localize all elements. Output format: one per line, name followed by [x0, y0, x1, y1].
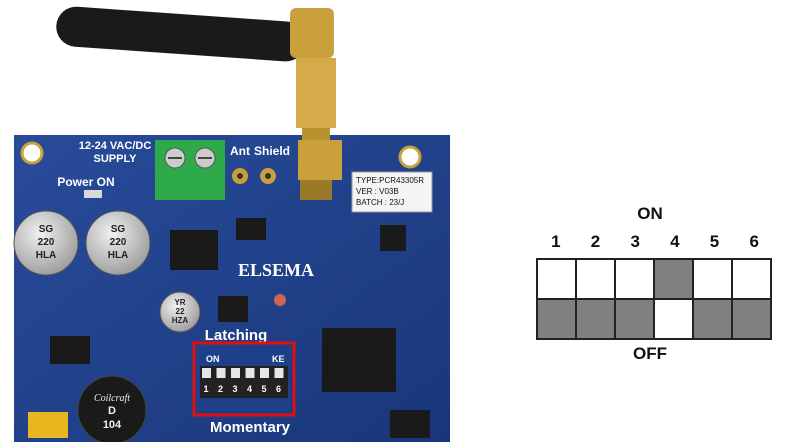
- onboard-dip-actuator: [202, 368, 211, 378]
- dip-switch-cell: [733, 300, 770, 338]
- dip-switch-number: 3: [630, 232, 640, 251]
- dip-on-label: ON: [637, 204, 663, 223]
- antenna: [56, 6, 306, 62]
- dip-switch-number: 2: [590, 232, 601, 251]
- onboard-dip-number: 1: [203, 384, 208, 394]
- sticker-ver: VER : V03B: [356, 187, 399, 196]
- dip-switch-cell: [538, 260, 575, 298]
- sticker-type: TYPE:PCR43305R: [356, 176, 424, 185]
- capacitor: [13, 210, 79, 276]
- onboard-dip-actuator: [245, 368, 255, 378]
- dip-switch-diagram: ON 1 2 3 4 5 6 OFF: [520, 190, 780, 380]
- mounting-hole: [398, 145, 422, 169]
- dip-switch-grid: [536, 258, 772, 340]
- brand-logo: ELSEMA: [238, 260, 314, 280]
- dip-switch-cell: [733, 260, 770, 298]
- sticker-batch: BATCH : 23/J: [356, 198, 404, 207]
- dip-switch-cell: [694, 300, 731, 338]
- momentary-label: Momentary: [210, 419, 291, 436]
- inductor-label: 104: [103, 419, 122, 431]
- dip-switch-cell: [577, 260, 614, 298]
- supply-label: 12-24 VAC/DC: [79, 140, 152, 152]
- capacitor-label: 220: [110, 237, 127, 248]
- onboard-dip-number: 3: [232, 384, 237, 394]
- capacitor-label: 220: [38, 237, 55, 248]
- dip-switch-cell: [616, 300, 653, 338]
- mounting-hole: [20, 141, 44, 165]
- onboard-dip-number: 5: [261, 384, 266, 394]
- shield-label: Shield: [254, 144, 290, 158]
- dip-switch-cell: [694, 260, 731, 298]
- onboard-dip-actuator: [260, 368, 269, 378]
- capacitor-label: YR: [174, 298, 185, 307]
- dip-switch-cell: [538, 300, 575, 338]
- capacitor-label: HLA: [36, 250, 57, 261]
- onboard-dip-number: 4: [247, 384, 252, 394]
- dip-switch-cell: [655, 300, 692, 338]
- capacitor-label: SG: [39, 224, 54, 235]
- dip-switch-number: 1: [551, 232, 561, 251]
- microcontroller: [322, 328, 396, 392]
- onboard-dip-number: 6: [276, 384, 281, 394]
- dip-switch-highlight: [192, 341, 296, 417]
- dip-on-label: ON: [206, 354, 220, 364]
- dip-switch-cell: [616, 260, 653, 298]
- dip-switch-numbers: 1 2 3 4 5 6: [536, 232, 774, 252]
- inductor-label: Coilcraft: [94, 393, 130, 404]
- pcb-photo: 12-24 VAC/DC SUPPLY Ant Shield TYPE:PCR4…: [13, 6, 450, 442]
- dip-switch-cell: [577, 300, 614, 338]
- onboard-dip-actuator: [216, 368, 226, 378]
- label-sticker: [351, 171, 433, 213]
- inductor-label: D: [108, 405, 116, 417]
- capacitor-label: 22: [176, 307, 185, 316]
- antenna-elbow: [290, 8, 334, 58]
- capacitor-label: SG: [111, 224, 126, 235]
- dip-ke-label: KE: [272, 354, 285, 364]
- dip-switch-number: 4: [670, 232, 680, 251]
- dip-switch-cell: [655, 260, 692, 298]
- capacitor: [85, 210, 151, 276]
- onboard-dip-actuator: [274, 368, 284, 378]
- capacitor-label: HLA: [108, 250, 129, 261]
- power-on-label: Power ON: [57, 175, 114, 189]
- dip-switch-number: 5: [709, 232, 720, 251]
- supply-label-2: SUPPLY: [93, 153, 137, 165]
- onboard-dip-switch: [200, 366, 288, 398]
- inductor: [77, 375, 147, 442]
- capacitor-label: HZA: [172, 316, 189, 325]
- terminal-block: [155, 140, 225, 200]
- ant-label: Ant: [230, 144, 250, 158]
- regulator-chip: [170, 230, 218, 270]
- dip-switch-number: 6: [749, 232, 759, 251]
- dip-off-label: OFF: [633, 344, 667, 363]
- capacitor: [159, 291, 201, 333]
- onboard-dip-actuator: [231, 368, 240, 378]
- latching-label: Latching: [205, 327, 268, 344]
- antenna-connector: [296, 58, 336, 128]
- onboard-dip-number: 2: [218, 384, 223, 394]
